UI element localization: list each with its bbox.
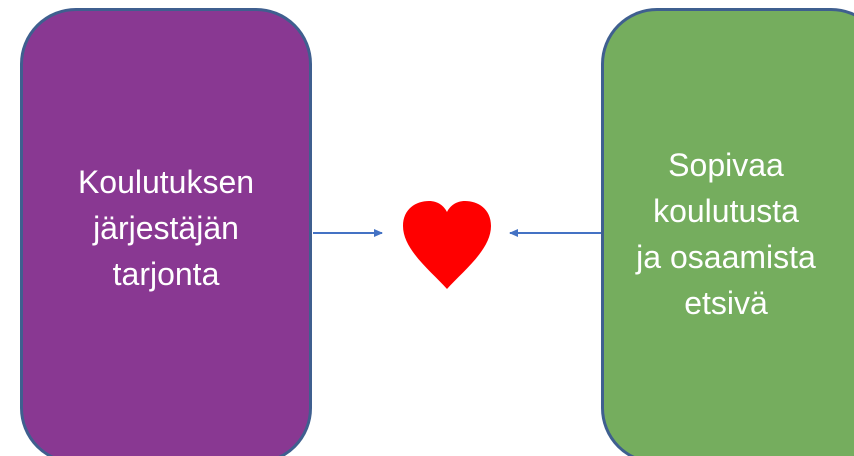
provider-offering-label-line-1: Koulutuksen xyxy=(77,164,255,200)
provider-offering-label: Koulutuksen järjestäjän tarjonta xyxy=(23,159,309,313)
provider-offering-label-line-2: järjestäjän xyxy=(93,210,239,246)
learner-seeking-label: Sopivaa koulutusta ja osaamista etsivä xyxy=(604,142,854,330)
learner-seeking-label-line-1: Sopivaa xyxy=(668,147,784,183)
learner-seeking-box: Sopivaa koulutusta ja osaamista etsivä xyxy=(601,8,854,456)
provider-offering-label-line-3: tarjonta xyxy=(112,256,220,292)
learner-seeking-label-line-2: koulutusta xyxy=(653,193,799,229)
learner-seeking-label-line-3: ja osaamista xyxy=(636,239,816,275)
learner-seeking-label-line-4: etsivä xyxy=(684,285,768,321)
heart-icon xyxy=(403,201,491,289)
provider-offering-box: Koulutuksen järjestäjän tarjonta xyxy=(20,8,312,456)
